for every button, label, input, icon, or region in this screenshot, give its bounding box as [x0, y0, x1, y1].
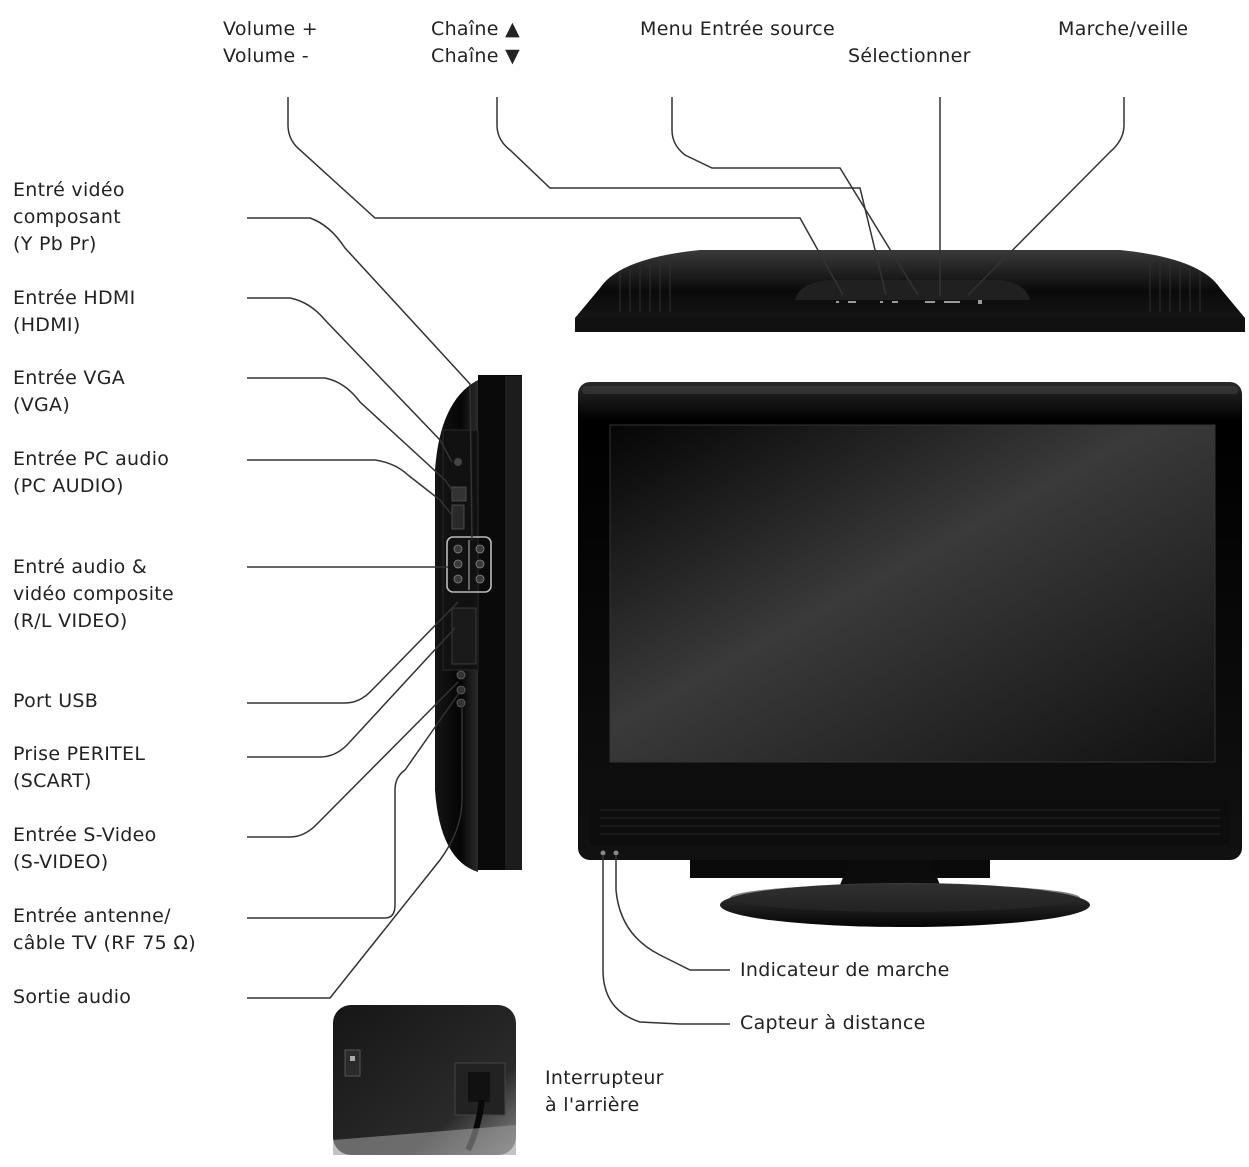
label-scart: Prise PERITEL (SCART)	[13, 743, 146, 792]
label-component-input: Entré vidéo composant (Y Pb Pr)	[13, 179, 125, 255]
label-usb-port: Port USB	[13, 690, 99, 712]
label-menu-source: Menu Entrée source	[640, 18, 836, 40]
label-select: Sélectionner	[848, 45, 971, 67]
label-power: Marche/veille	[1058, 18, 1189, 40]
label-remote-sensor: Capteur à distance	[740, 1012, 926, 1034]
label-channel-down: Chaîne ▼	[431, 45, 521, 67]
label-rear-switch: Interrupteur à l'arrière	[545, 1067, 664, 1116]
label-vga-input: Entrée VGA (VGA)	[13, 367, 126, 416]
tv-front-view	[578, 382, 1242, 927]
label-composite-input: Entré audio & vidéo composite (R/L VIDEO…	[13, 556, 175, 632]
label-hdmi-input: Entrée HDMI (HDMI)	[13, 287, 136, 336]
label-power-indicator: Indicateur de marche	[740, 959, 950, 981]
label-antenna-input: Entrée antenne/ câble TV (RF 75 Ω)	[13, 905, 196, 954]
label-audio-out: Sortie audio	[13, 986, 132, 1008]
label-volume-up: Volume +	[223, 18, 319, 40]
tv-top-view	[575, 250, 1245, 332]
label-pc-audio-input: Entrée PC audio (PC AUDIO)	[13, 448, 170, 497]
rear-switch-photo	[333, 1005, 516, 1155]
label-channel-up: Chaîne ▲	[431, 18, 521, 40]
label-svideo-input: Entrée S-Video (S-VIDEO)	[13, 824, 157, 873]
label-volume-down: Volume -	[223, 45, 309, 67]
tv-side-view	[435, 375, 522, 872]
leader-lines	[247, 97, 1125, 1025]
